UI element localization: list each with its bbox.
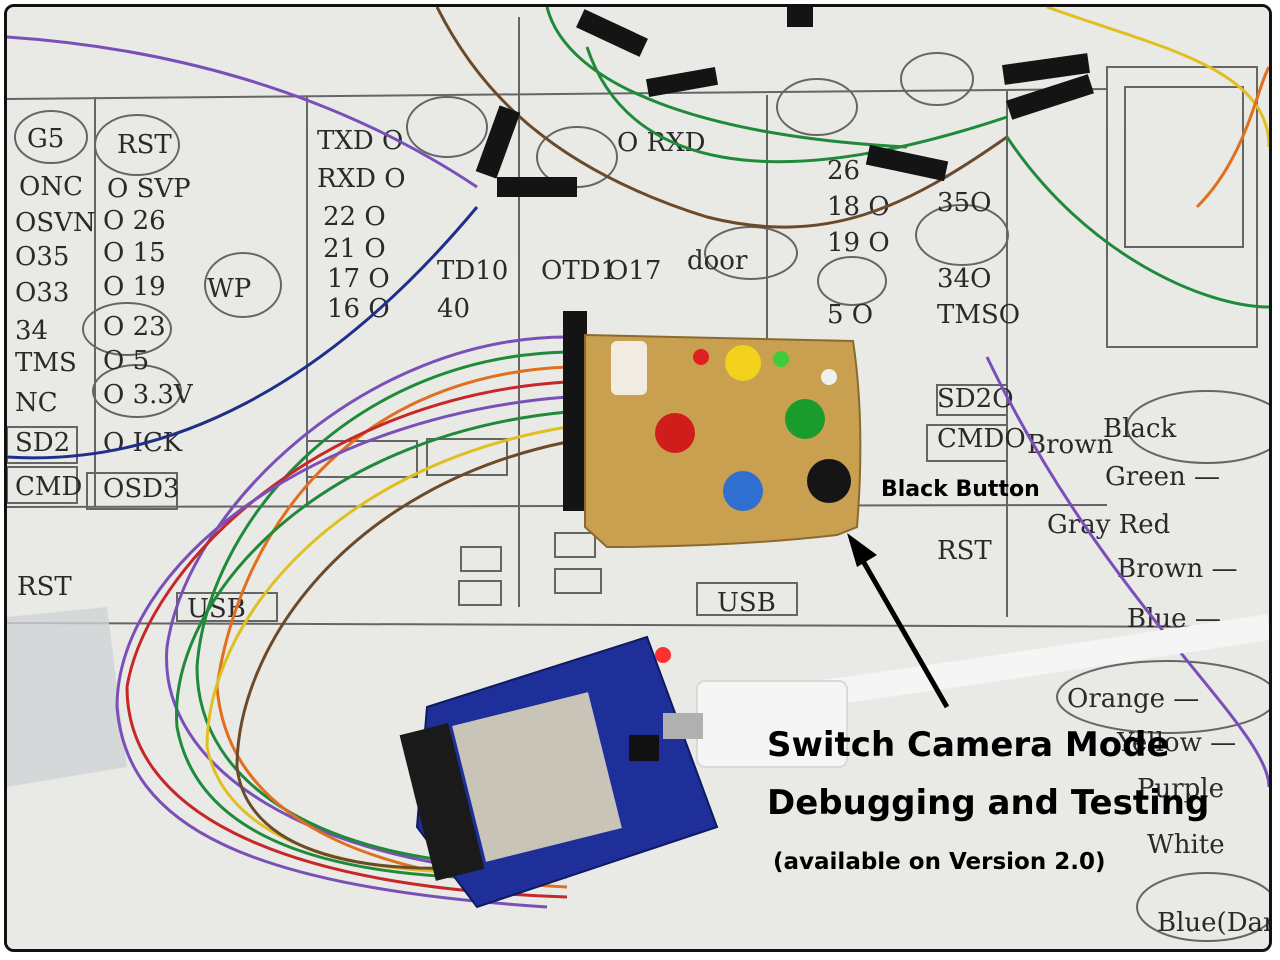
svg-text:ONC: ONC [19,172,83,202]
green-button [785,399,825,439]
svg-text:OSD3: OSD3 [103,474,180,504]
svg-text:26: 26 [827,156,860,186]
svg-text:O35: O35 [15,242,69,272]
esp32-module [452,692,622,862]
caption-version-note: (available on Version 2.0) [773,849,1106,875]
svg-text:OTD1: OTD1 [541,256,617,286]
svg-text:USB: USB [717,588,776,618]
jumper-connectors [475,7,1094,511]
svg-text:O SVP: O SVP [107,174,191,204]
callout-arrow [847,533,950,709]
svg-text:O 15: O 15 [103,238,166,268]
svg-text:Brown —: Brown — [1117,554,1237,584]
caption-title-line2: Debugging and Testing [767,783,1210,823]
svg-text:Green —: Green — [1105,462,1220,492]
jumper-wires [7,7,1269,909]
svg-text:Purple: Purple [1137,774,1224,804]
svg-text:O17: O17 [607,256,661,286]
svg-text:Blue(Dark): Blue(Dark) [1157,908,1269,938]
red-led [693,349,709,365]
svg-text:19 O: 19 O [827,228,890,258]
esp32-board [399,635,719,909]
tape-piece [7,607,127,787]
svg-text:CMD: CMD [15,472,82,502]
svg-text:OSVN: OSVN [15,208,96,238]
svg-text:TD10: TD10 [437,256,508,286]
svg-text:O 26: O 26 [103,206,166,236]
green-led [773,351,789,367]
yellow-button [725,345,761,381]
svg-text:O 5: O 5 [103,346,149,376]
svg-text:TXD O: TXD O [317,126,403,156]
pinout-sketch [7,17,1269,942]
usb-cable [663,614,1269,768]
svg-text:door: door [687,246,748,276]
svg-text:34: 34 [15,316,48,346]
black-button [807,459,851,503]
black-button-label: Black Button [881,477,1040,502]
svg-text:34O: 34O [937,264,991,294]
svg-text:O 3.3V: O 3.3V [103,380,194,410]
button-perfboard [584,333,862,549]
caption-title-line1: Switch Camera Mode [767,725,1170,765]
svg-text:Brown: Brown [1027,430,1113,460]
svg-text:SD2: SD2 [15,428,70,458]
svg-text:RST: RST [937,536,992,566]
svg-text:TMS: TMS [15,348,77,378]
svg-text:RST: RST [117,130,172,160]
svg-text:TMSO: TMSO [937,300,1020,330]
svg-text:Black: Black [1103,414,1176,444]
power-led [655,647,671,663]
svg-text:O 23: O 23 [103,312,166,342]
svg-text:O RXD: O RXD [617,128,706,158]
svg-text:35O: 35O [937,188,991,218]
svg-text:17 O: 17 O [327,264,390,294]
blue-button [723,471,763,511]
svg-text:White: White [1147,830,1225,860]
svg-text:Gray Red: Gray Red [1047,510,1170,540]
svg-text:WP: WP [207,274,251,304]
svg-text:40: 40 [437,294,470,324]
svg-text:G5: G5 [27,124,64,154]
svg-text:Orange —: Orange — [1067,684,1199,714]
svg-text:RXD O: RXD O [317,164,406,194]
svg-text:NC: NC [15,388,58,418]
svg-text:22 O: 22 O [323,202,386,232]
svg-text:5 O: 5 O [827,300,873,330]
svg-text:SD2O: SD2O [937,384,1014,414]
white-button [611,341,647,395]
svg-text:O 19: O 19 [103,272,166,302]
svg-text:CMDO: CMDO [937,424,1026,454]
svg-text:21 O: 21 O [323,234,386,264]
svg-text:O33: O33 [15,278,69,308]
red-button [655,413,695,453]
svg-text:Yellow —: Yellow — [1116,728,1236,758]
svg-text:RST: RST [17,572,72,602]
